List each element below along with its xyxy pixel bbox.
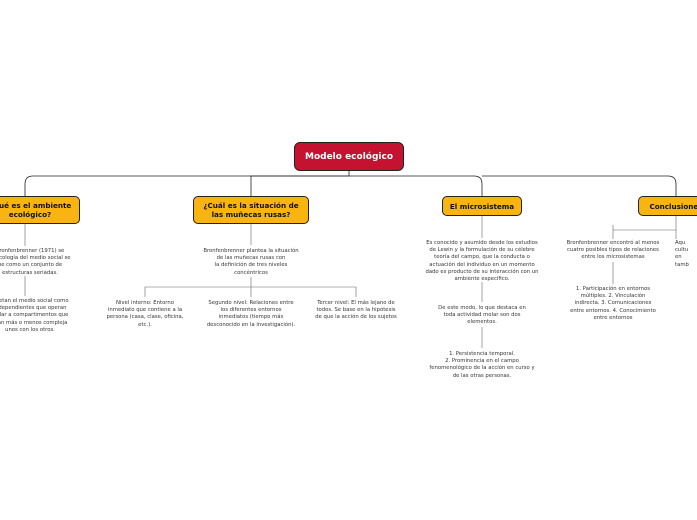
text-node[interactable]: 1. Participación en entornos múltiples. … [570, 286, 656, 321]
text-node[interactable]: Nivel interno: Entorno inmediato que con… [106, 300, 184, 328]
text-node[interactable]: Bronfenbrenner encontró al menos cuatro … [566, 240, 660, 261]
topic-node-ambiente[interactable]: ¿Qué es el ambiente ecológico? [0, 196, 80, 224]
connector-t2-subs [144, 277, 357, 297]
connector-t4-text1 [612, 216, 677, 239]
connector-root-t2 [250, 175, 349, 196]
text-node[interactable]: Tercer nivel: El más lejano de todos. Se… [315, 300, 397, 321]
root-topic-label: Modelo ecológico [304, 151, 394, 162]
connector-root-t4 [482, 175, 677, 196]
text-node[interactable]: Es conocido y asumido desde los estudios… [425, 240, 539, 283]
text-node[interactable]: Bronfenbrenner plantea la situación de l… [203, 248, 299, 276]
topic-node-conclusiones[interactable]: Conclusiones [638, 196, 697, 216]
text-node[interactable]: rpretan el medio social como independien… [0, 298, 69, 333]
topic-label: ¿Qué es el ambiente ecológico? [0, 201, 72, 219]
text-node[interactable]: Aqu cultu en tamb [675, 240, 689, 268]
connector-root-t1 [24, 171, 350, 196]
text-node[interactable]: Segundo nivel: Relaciones entre los dife… [206, 300, 296, 328]
root-topic-node[interactable]: Modelo ecológico [294, 142, 404, 171]
connector-root-t3 [349, 175, 483, 196]
text-node[interactable]: 1. Persistencia temporal. 2. Prominencia… [429, 351, 535, 379]
topic-label: Conclusiones [649, 201, 697, 211]
topic-label: ¿Cuál es la situación de las muñecas rus… [203, 201, 299, 219]
topic-node-microsistema[interactable]: El microsistema [442, 196, 522, 216]
topic-node-munecas-rusas[interactable]: ¿Cuál es la situación de las muñecas rus… [193, 196, 309, 224]
text-node[interactable]: De este modo, lo que destaca en toda act… [438, 305, 526, 326]
topic-label: El microsistema [449, 201, 515, 211]
